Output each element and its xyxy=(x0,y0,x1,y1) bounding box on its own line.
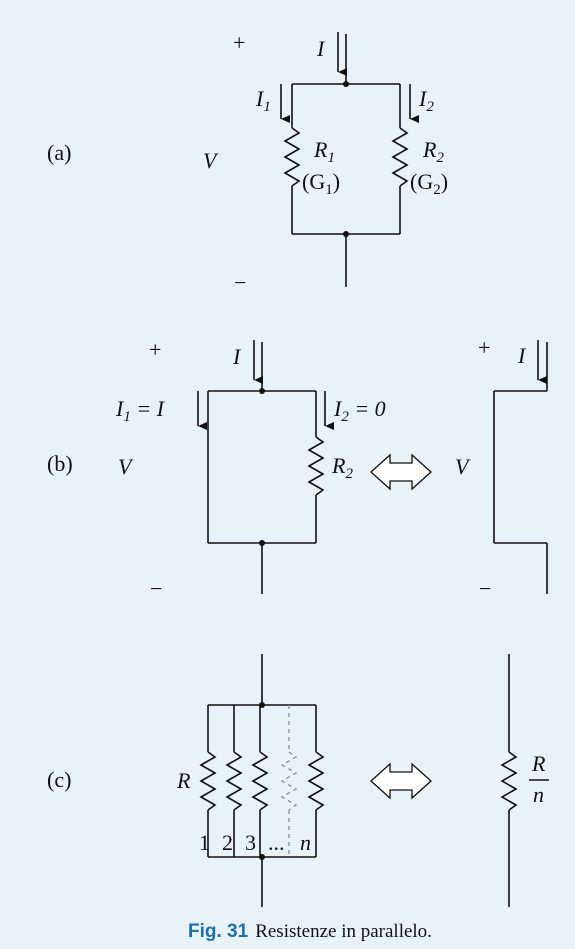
current-b-1: I1 = I xyxy=(115,396,166,425)
resistor-a-r1 xyxy=(283,127,301,187)
minus-b: − xyxy=(150,576,162,601)
minus-b-eq: − xyxy=(479,576,491,601)
eq-fraction-denominator: n xyxy=(533,782,544,807)
panel-a: (a) + − V I I1 I2 R1 (G1) R2 (G2) xyxy=(47,30,448,295)
r-label-c: R xyxy=(176,768,191,793)
branch-index-3: 3 xyxy=(245,830,256,855)
current-a-total: I xyxy=(316,36,326,61)
voltage-a: V xyxy=(203,148,219,173)
resistor-c-eq xyxy=(500,751,518,811)
plus-b-eq: + xyxy=(478,335,490,360)
node-b-bottom xyxy=(259,540,265,546)
resistor-c-1 xyxy=(199,751,217,811)
panel-c: (c) R 1 2 3 ... n R n xyxy=(47,654,549,907)
resistor-c-2 xyxy=(225,751,243,811)
branch-index-1: 1 xyxy=(199,830,210,855)
node-a-bottom xyxy=(343,231,349,237)
branch-index-dots: ... xyxy=(268,830,285,855)
r1-label: R1 xyxy=(313,137,335,166)
plus-a: + xyxy=(233,30,245,55)
node-a-top xyxy=(343,81,349,87)
label-c: (c) xyxy=(47,767,71,792)
equivalence-arrow-b xyxy=(370,453,432,491)
resistor-b-r2 xyxy=(307,436,325,496)
eq-fraction-numerator: R xyxy=(531,751,546,776)
branch-index-n: n xyxy=(300,830,311,855)
current-b-eq: I xyxy=(517,343,527,368)
r2-label: R2 xyxy=(422,137,444,166)
current-b-total: I xyxy=(232,344,242,369)
resistor-c-3 xyxy=(251,751,269,811)
plus-b: + xyxy=(149,337,161,362)
node-b-top xyxy=(259,388,265,394)
resistor-c-dashed xyxy=(280,751,298,811)
current-a-1: I1 xyxy=(255,86,271,115)
equivalence-arrow-c xyxy=(370,762,432,800)
g1-label: (G1) xyxy=(302,169,340,198)
branch-index-2: 2 xyxy=(222,830,233,855)
current-b-2: I2 = 0 xyxy=(333,396,386,425)
r2-label-b: R2 xyxy=(331,453,353,482)
resistor-c-n xyxy=(307,751,325,811)
current-a-2: I2 xyxy=(418,86,434,115)
minus-a: − xyxy=(234,270,246,295)
label-a: (a) xyxy=(47,140,71,165)
panel-b: (b) + − V I I1 = I I2 = 0 R2 + − V I xyxy=(47,335,548,601)
resistor-a-r2 xyxy=(391,127,409,187)
label-b: (b) xyxy=(47,451,73,476)
g2-label: (G2) xyxy=(410,169,448,198)
voltage-b: V xyxy=(118,454,134,479)
voltage-b-eq: V xyxy=(455,454,471,479)
